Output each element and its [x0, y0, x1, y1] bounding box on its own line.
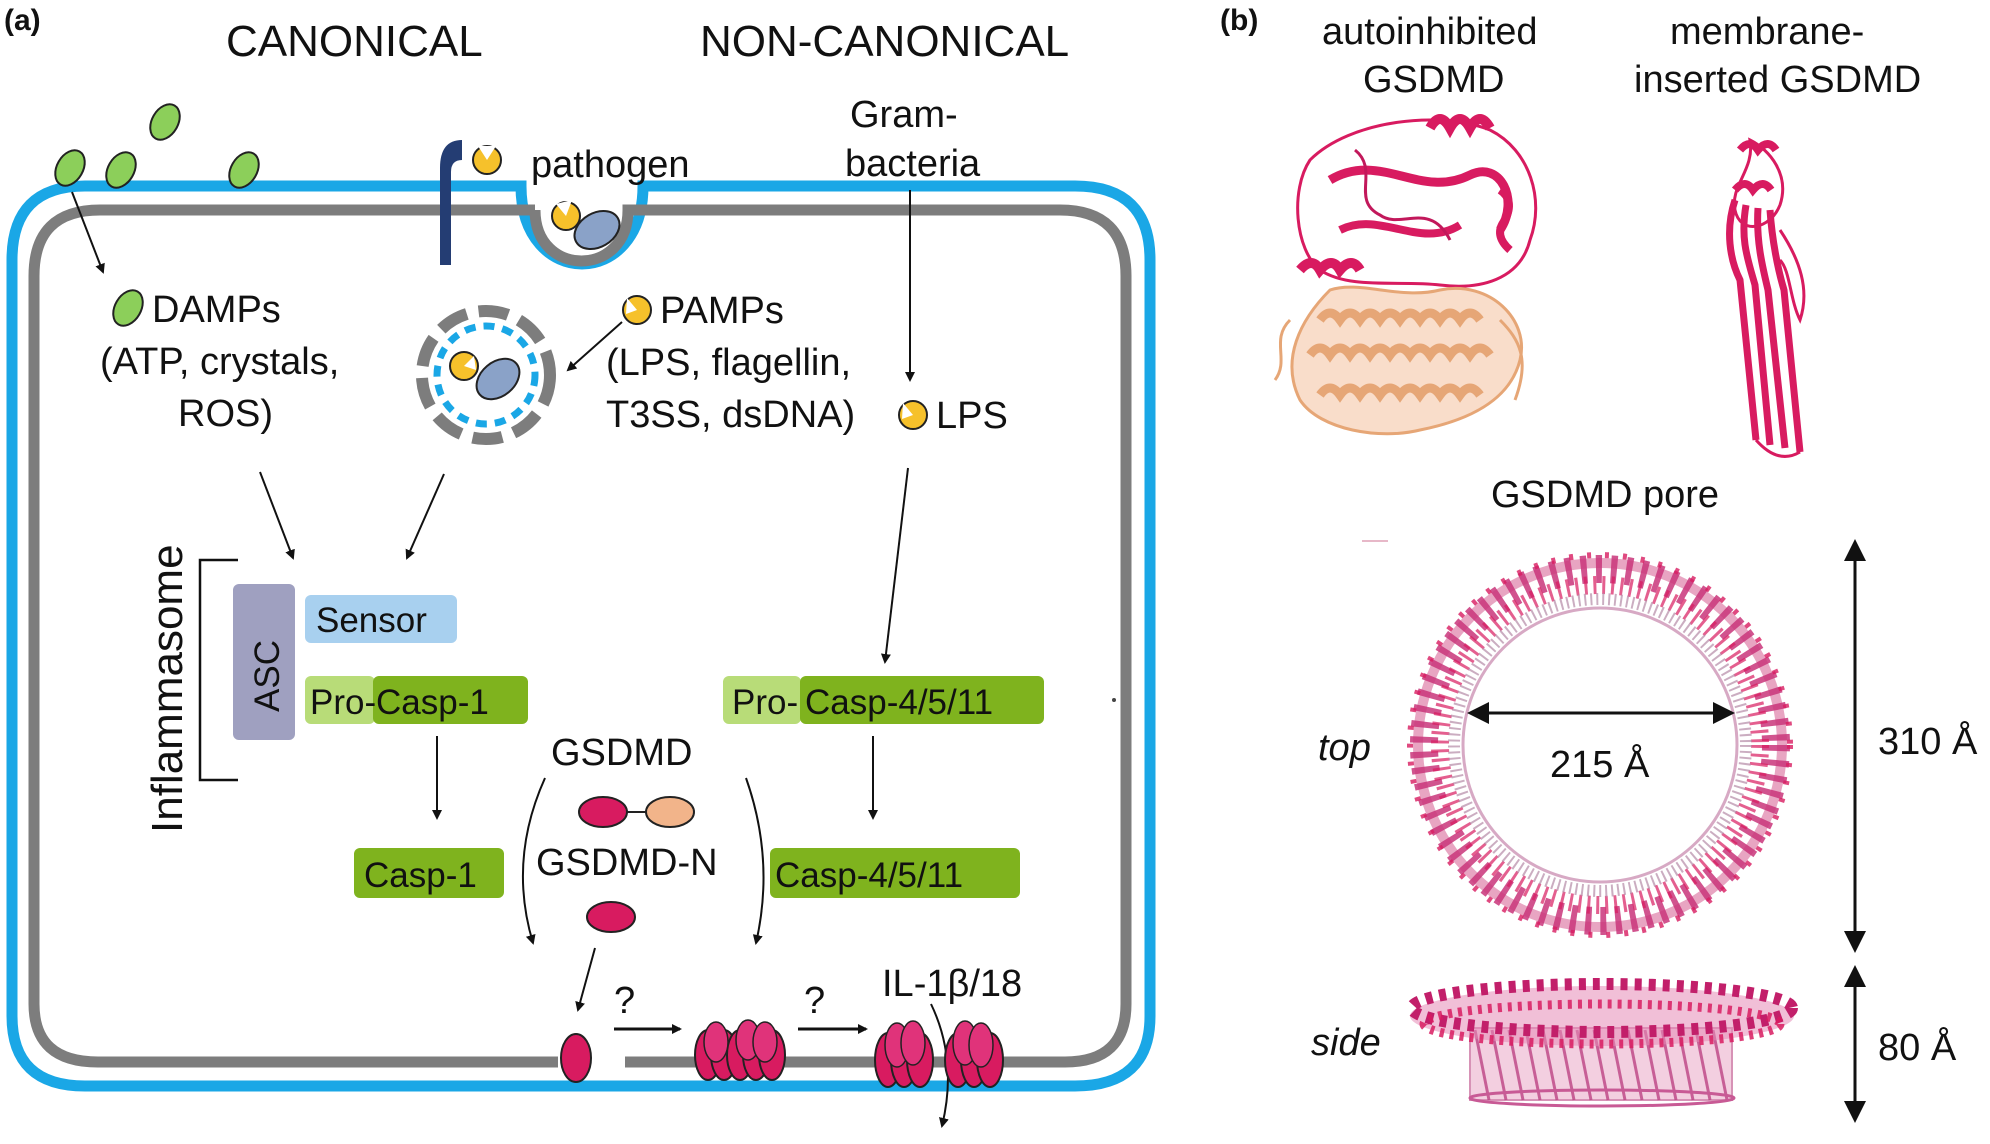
phagosome-to-sensor-arrow	[405, 473, 445, 560]
pro-casp4511-label: Casp-4/5/11	[805, 683, 993, 722]
pro-domain-box	[305, 676, 375, 724]
damp-particle	[112, 289, 144, 327]
casp1-cleavage-arrow	[521, 777, 546, 945]
pathogen-icon	[573, 210, 621, 250]
outer-diameter-label: 310 Å	[1878, 719, 1978, 763]
gsdmd-pore-cartoon	[874, 1020, 1004, 1088]
casp4-cleavage-arrow	[745, 777, 765, 945]
gsdmd-n-fragment	[586, 901, 636, 933]
panel-b: (b) autoinhibited GSDMD membrane- insert…	[1220, 4, 1978, 1123]
pamps-examples-line2: T3SS, dsDNA)	[606, 394, 855, 436]
damps-to-sensor-arrow	[259, 471, 295, 560]
pathogen-icon	[475, 357, 521, 401]
casp1-active-box	[354, 848, 504, 898]
pamp-notch	[902, 403, 913, 419]
inflammasome-bracket	[198, 558, 238, 782]
gsdmd-n-domain	[578, 796, 628, 828]
damps-label: DAMPs	[152, 289, 281, 331]
gsdmd-n-label: GSDMD-N	[536, 842, 718, 884]
oligomerization-question: ?	[614, 980, 635, 1022]
membrane-inserted-label-line1: membrane-	[1670, 11, 1864, 53]
stray-dot	[1112, 698, 1116, 702]
membrane-inserted-label-line2: inserted GSDMD	[1634, 59, 1921, 101]
pamp-notch	[556, 200, 572, 216]
damp-particle	[149, 103, 181, 141]
gsdmd-n-insertion-arrow	[575, 947, 596, 1012]
inner-cell-membrane	[28, 204, 1132, 1068]
pathogen-label: pathogen	[531, 144, 690, 186]
damps-examples-line1: (ATP, crystals,	[100, 341, 339, 383]
gram-negative-label: Gram-	[850, 94, 958, 136]
pore-formation-question: ?	[804, 980, 825, 1022]
phagosome-inner	[433, 322, 539, 428]
inner-diameter-label: 215 Å	[1550, 742, 1650, 786]
gsdmd-pore-side-view	[1406, 978, 1798, 1108]
gsdmd-prepore	[694, 1019, 786, 1081]
casp4511-active-label: Casp-4/5/11	[775, 856, 963, 895]
autoinhibited-label-line1: autoinhibited	[1322, 11, 1538, 53]
damp-particle	[228, 151, 260, 189]
panel-a-label: (a)	[4, 4, 41, 37]
membrane-inserted-gsdmd-structure	[1726, 137, 1806, 458]
inflammasome-label: Inflammasome	[143, 544, 192, 833]
sensor-label: Sensor	[316, 601, 427, 640]
damps-examples-line2: ROS)	[178, 393, 273, 435]
pamp-notch	[464, 356, 476, 370]
pamp-to-phagosome-arrow	[566, 321, 623, 372]
gsdmd-pore-top-view	[1407, 552, 1793, 938]
il1b-il18-label: IL-1β/18	[882, 963, 1022, 1005]
gram-negative-label-line2: bacteria	[845, 143, 981, 185]
asc-label: ASC	[248, 640, 287, 712]
gsdmd-label: GSDMD	[551, 732, 692, 774]
pro-casp1-pro-label: Pro-	[310, 683, 376, 722]
gsdmd-c-domain	[645, 796, 695, 828]
gsdmd-pore-title: GSDMD pore	[1491, 474, 1719, 516]
casp4511-active-box	[770, 848, 1020, 898]
pro-domain-box	[723, 676, 801, 724]
receptor-icon	[440, 140, 462, 265]
asc-box	[233, 584, 295, 740]
panel-a: (a) CANONICAL NON-CANONICAL pathogen DAM…	[4, 4, 1156, 1128]
autoinhibited-label-line2: GSDMD	[1363, 59, 1504, 101]
casp1-box	[373, 676, 528, 724]
lps-label: LPS	[936, 395, 1008, 437]
pro-casp4511-pro-label: Pro-	[732, 683, 798, 722]
damp-particle	[105, 151, 137, 189]
autoinhibited-gsdmd-structure	[1273, 114, 1538, 436]
gsdmd-n-inserted	[560, 1033, 592, 1083]
phagosome-outer	[416, 305, 556, 445]
top-view-label: top	[1318, 727, 1371, 769]
lps-to-casp-arrow	[880, 467, 909, 664]
pamp-notch	[478, 146, 496, 160]
pamps-label: PAMPs	[660, 290, 784, 332]
damp-entry-arrow	[71, 191, 105, 274]
side-view-label: side	[1311, 1022, 1381, 1064]
pamps-examples-line1: (LPS, flagellin,	[606, 342, 851, 384]
sensor-box	[305, 595, 457, 643]
casp1-active-label: Casp-1	[364, 856, 477, 895]
damp-particle	[54, 149, 86, 187]
canonical-title: CANONICAL	[226, 17, 483, 66]
noncanonical-title: NON-CANONICAL	[700, 17, 1069, 66]
casp4511-box	[800, 676, 1044, 724]
pro-casp1-label: Casp-1	[376, 683, 489, 722]
pamp-notch	[626, 298, 637, 314]
height-label: 80 Å	[1878, 1025, 1957, 1069]
panel-b-label: (b)	[1220, 4, 1258, 37]
